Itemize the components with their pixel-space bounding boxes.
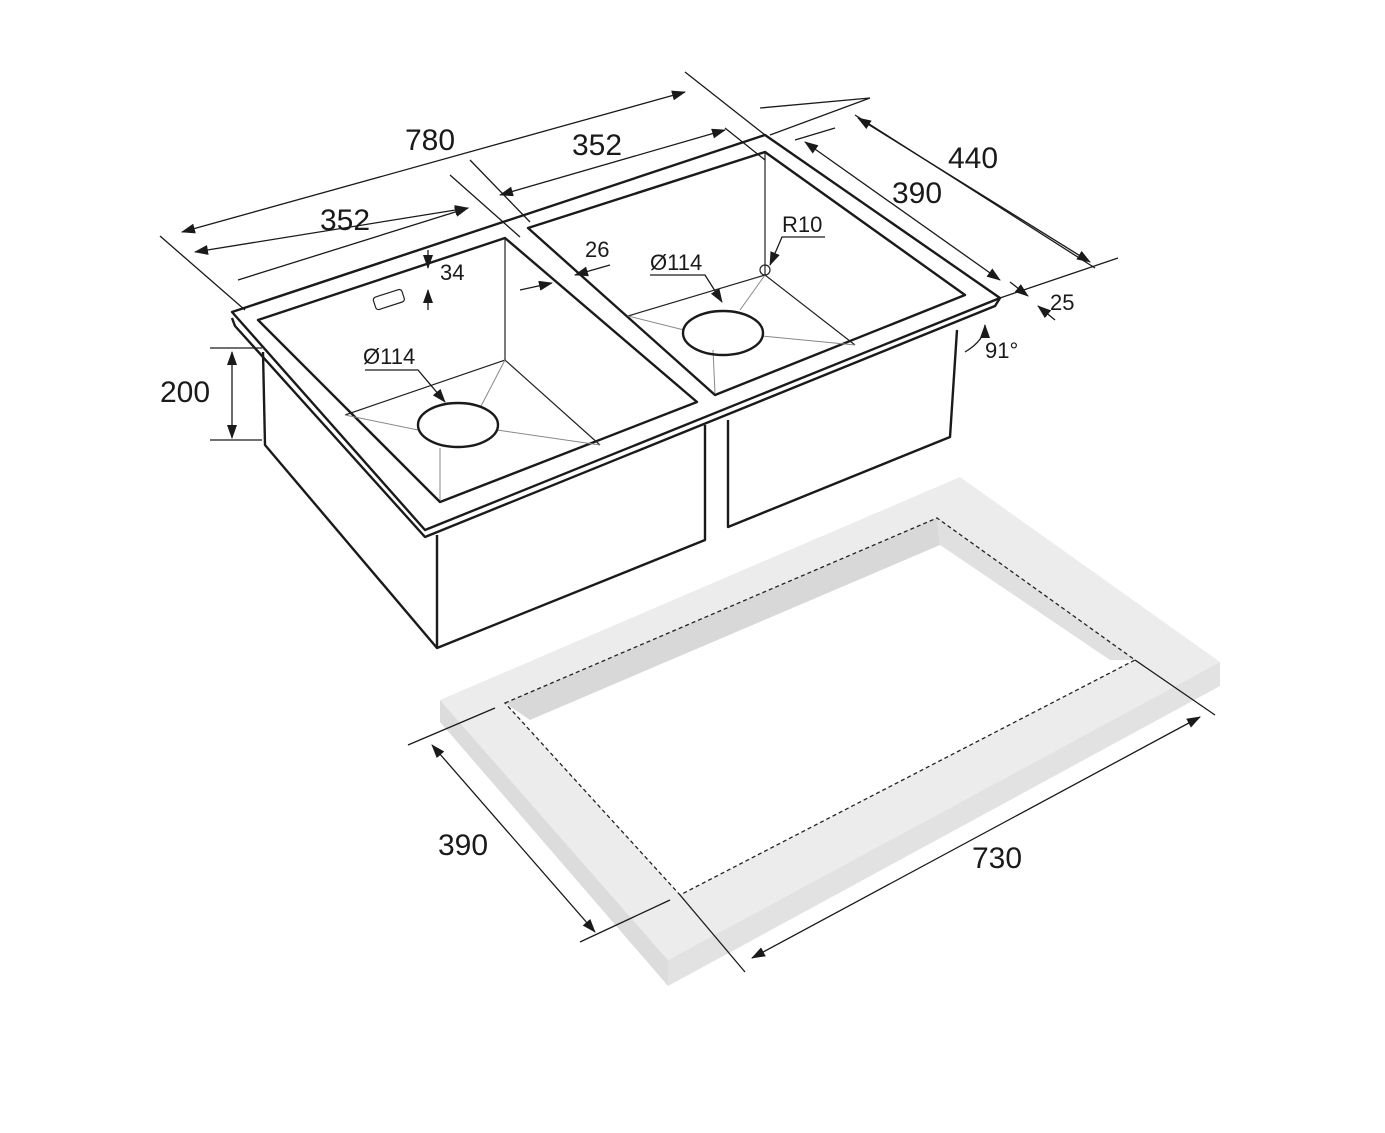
countertop-cutout <box>440 477 1220 986</box>
dim-bowl-right-width: 352 <box>572 129 622 162</box>
cutout-dashed-outline <box>503 517 1137 896</box>
logo-badge <box>372 288 405 311</box>
dim-rim-edge: 25 <box>1050 290 1074 315</box>
drain-left <box>416 401 500 449</box>
dim-bowl-depth: 390 <box>892 177 942 210</box>
dim-overall-width: 780 <box>405 124 455 157</box>
dim-bowl-height: 200 <box>160 376 210 409</box>
dim-cutout-depth: 390 <box>438 829 488 862</box>
dim-rim-to-bowl: 34 <box>440 260 464 285</box>
dimension-lines <box>159 71 1216 973</box>
dim-drain-left: Ø114 <box>363 344 415 369</box>
dim-corner-radius: R10 <box>782 212 822 237</box>
dim-wall-angle: 91° <box>985 338 1018 363</box>
dim-overall-depth: 440 <box>948 142 998 175</box>
drain-right <box>681 309 765 357</box>
dim-cutout-width: 730 <box>972 842 1022 875</box>
dim-bowl-left-width: 352 <box>320 204 370 237</box>
dim-divider: 26 <box>585 237 609 262</box>
dim-drain-right: Ø114 <box>650 250 702 275</box>
